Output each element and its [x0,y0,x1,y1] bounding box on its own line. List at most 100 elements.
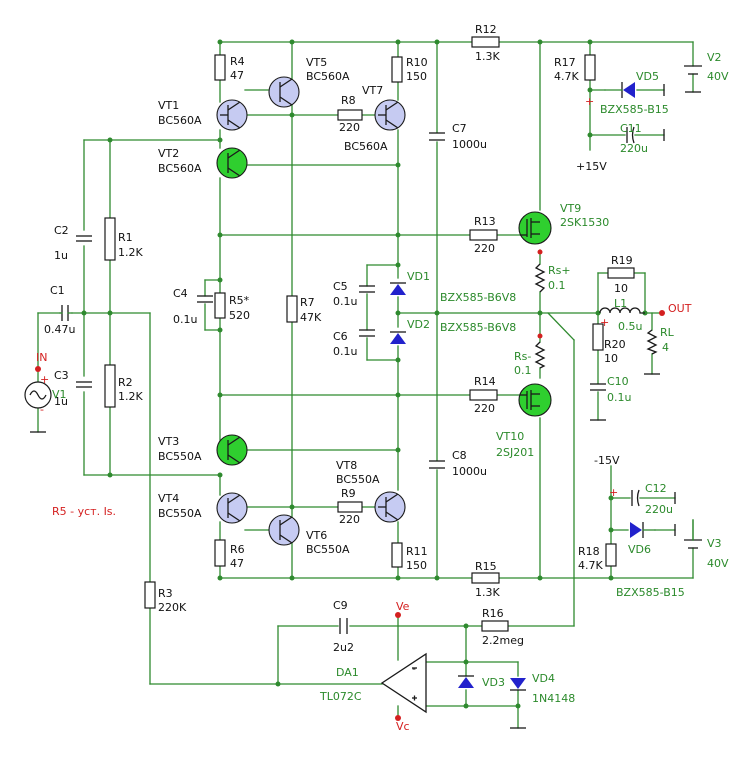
r20-ref: R20 [604,338,626,351]
c8-value: 1000u [452,465,487,478]
l1-plus: + [600,316,609,329]
c11-ref: C11 [620,122,642,135]
r9-ref: R9 [341,487,356,500]
vt7-ref: VT7 [362,84,383,97]
r6-ref: R6 [230,543,245,556]
v1-ref: V1 [52,388,67,401]
vt4-part: BC550A [158,507,202,520]
vd1-ref: VD1 [407,270,430,283]
vt2-ref: VT2 [158,147,179,160]
vt3-ref: VT3 [158,435,179,448]
resistor-rs-plus [534,263,546,293]
inductor-l1 [599,307,645,314]
c4-ref: C4 [173,287,188,300]
r18-value: 4.7K [578,559,603,572]
c1-ref: C1 [50,284,65,297]
r2-value: 1.2K [118,390,143,403]
r7-ref: R7 [300,296,315,309]
resistor-r19 [607,267,635,279]
resistor-r1 [104,217,116,261]
vd4-ref: VD4 [532,672,555,685]
r5-value: 520 [229,309,250,322]
r14-ref: R14 [474,375,496,388]
rs-plus-dot [537,249,543,255]
bjt-vt8 [374,491,406,523]
rs-plus-value: 0.1 [548,279,566,292]
v3-value: 40V [707,557,729,570]
c4-value: 0.1u [173,313,197,326]
r4-value: 47 [230,69,244,82]
vt6-part: BC550A [306,543,350,556]
c6-ref: C6 [333,330,348,343]
r20-value: 10 [604,352,618,365]
r4-ref: R4 [230,55,245,68]
c12-value: 220u [645,503,673,516]
r12-value: 1.3K [475,50,500,63]
bjt-vt2 [216,147,248,179]
resistor-r10 [391,56,403,83]
c10-value: 0.1u [607,391,631,404]
out-dot [659,310,665,316]
vt4-ref: VT4 [158,492,179,505]
resistor-r14 [469,389,498,401]
vd4-part: 1N4148 [532,692,575,705]
resistor-r5 [214,292,226,319]
vt5-part: BC560A [306,70,350,83]
c3-value: 1u [54,395,68,408]
vt9-part: 2SK1530 [560,216,609,229]
c2-value: 1u [54,249,68,262]
capacitor-plates [59,126,640,634]
r6-value: 47 [230,557,244,570]
c5-ref: C5 [333,280,348,293]
r15-value: 1.3K [475,586,500,599]
ac-source-v1 [24,381,52,409]
vt10-ref: VT10 [496,430,524,443]
r10-ref: R10 [406,56,428,69]
vd6-ref: VD6 [628,543,651,556]
vd5-ref: VD5 [636,70,659,83]
zigzag-resistors [534,263,658,369]
r11-ref: R11 [406,545,428,558]
v1-plus: + [40,373,49,386]
v2-ref: V2 [707,51,722,64]
vt3-part: BC550A [158,450,202,463]
resistor-r9 [337,501,363,513]
c6-value: 0.1u [333,345,357,358]
opamp-pin-ve: Ve [396,600,410,613]
c9-ref: C9 [333,599,348,612]
rail-neg-label: -15V [594,454,620,467]
c12-plus: + [609,486,618,499]
opamp-da1 [380,652,427,714]
vd3-ref: VD3 [482,676,505,689]
resistor-r16 [481,620,509,632]
rl-ref: RL [660,326,675,339]
rs-minus-ref: Rs- [514,350,531,363]
vt8-ref: VT8 [336,459,357,472]
da1-ref: DA1 [336,666,359,679]
opamp-pin-vc: Vc [396,720,410,733]
vd2-ref: VD2 [407,318,430,331]
junctions [81,39,665,709]
c5-value: 0.1u [333,295,357,308]
vt8-part: BC550A [336,473,380,486]
v2-value: 40V [707,70,729,83]
supply-v3 [674,492,702,549]
r19-value: 10 [614,282,628,295]
vt2-part: BC560A [158,162,202,175]
bjt-vt7 [374,99,406,131]
vt9-ref: VT9 [560,202,581,215]
r10-value: 150 [406,70,427,83]
ground-symbols [30,91,701,729]
mosfet-vt10 [518,383,552,417]
r16-ref: R16 [482,607,504,620]
c1-value: 0.47u [44,323,75,336]
da1-part: TL072C [319,690,362,703]
r19-ref: R19 [611,254,633,267]
c11-value: 220u [620,142,648,155]
supply-v2 [663,65,702,141]
r5-adjust-note: R5 - уст. Is. [52,505,116,518]
vt1-ref: VT1 [158,99,179,112]
in-dot [35,366,41,372]
c8-ref: C8 [452,449,467,462]
